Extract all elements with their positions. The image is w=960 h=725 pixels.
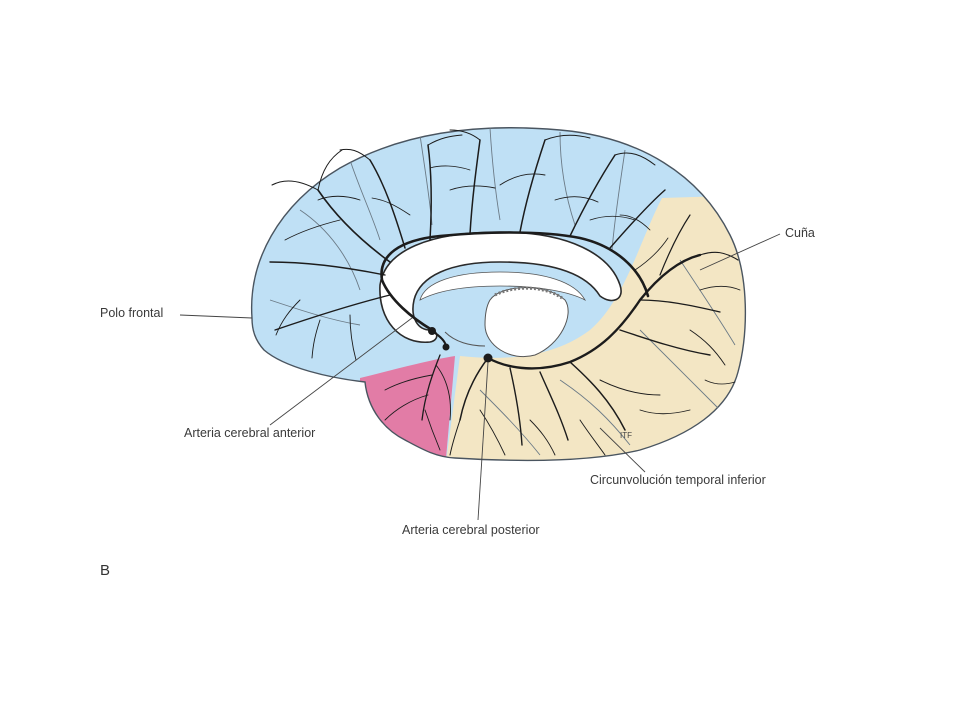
leader-arteria-posterior [477, 361, 489, 521]
leader-cuna [699, 233, 781, 271]
leader-arteria-anterior [269, 317, 413, 426]
leader-circunvolucion [599, 427, 646, 473]
hypothalamus-edge [444, 331, 486, 347]
sulci [269, 127, 736, 456]
label-circunvolucion-temporal-inferior: Circunvolución temporal inferior [590, 473, 766, 487]
anterior-cerebral-artery-branches [269, 129, 669, 361]
posterior-cerebral-artery-branches [449, 214, 741, 456]
temporal-pole-branches [384, 354, 451, 451]
fornix [419, 271, 587, 301]
label-arteria-cerebral-posterior: Arteria cerebral posterior [402, 523, 540, 537]
label-arteria-cerebral-anterior: Arteria cerebral anterior [184, 426, 316, 440]
leader-lines [179, 233, 781, 521]
leader-polo-frontal [179, 314, 253, 319]
label-cuna: Cuña [785, 226, 815, 240]
anterior-communicating-segment [431, 330, 447, 348]
arterial-territories [251, 127, 746, 461]
panel-letter: B [100, 562, 111, 579]
tiny-annotation: ITF [620, 431, 632, 440]
label-polo-frontal: Polo frontal [100, 306, 164, 320]
brain-outline [250, 127, 747, 462]
